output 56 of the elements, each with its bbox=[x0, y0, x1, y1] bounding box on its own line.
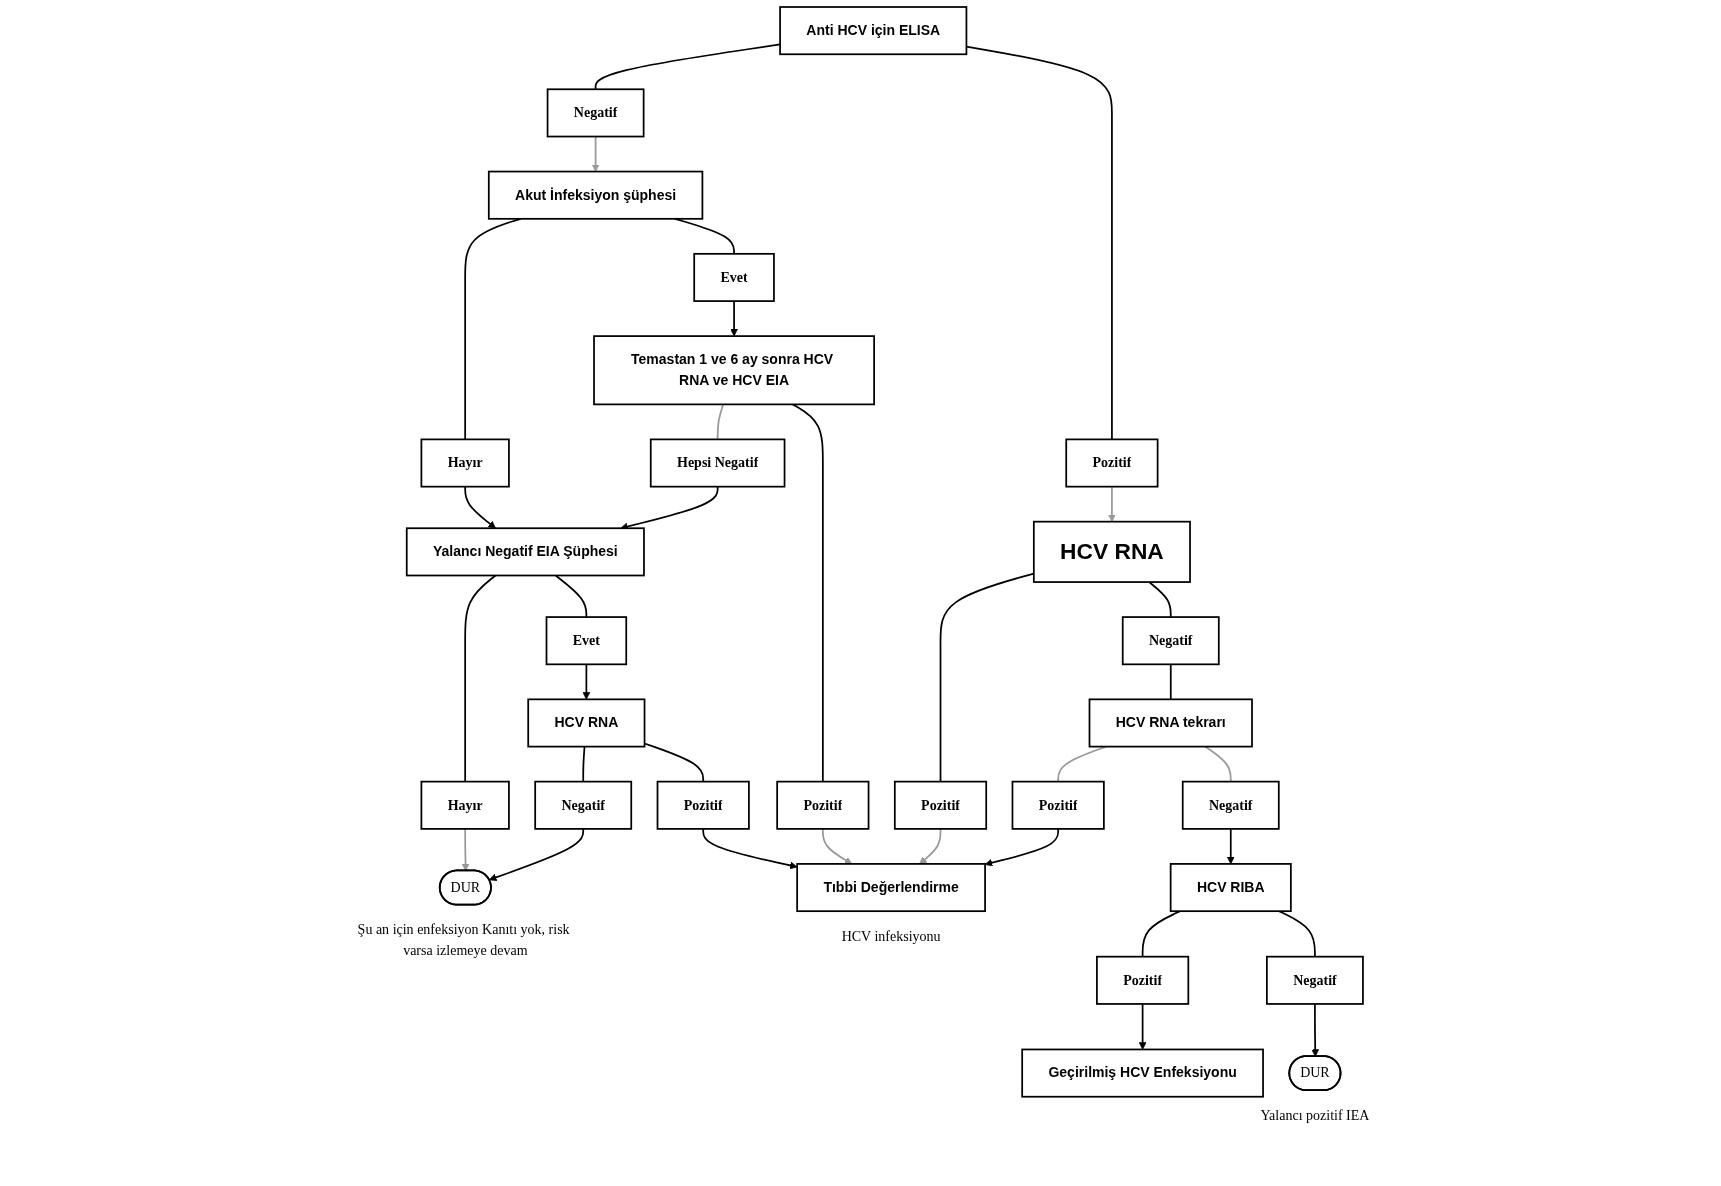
node-box: Negatif bbox=[1181, 780, 1280, 830]
connector bbox=[1141, 910, 1181, 958]
node-box: Negatif bbox=[1121, 616, 1220, 666]
arrow bbox=[1138, 1003, 1147, 1050]
connector bbox=[791, 403, 824, 783]
connector bbox=[582, 745, 586, 783]
node-box: Negatif bbox=[546, 88, 645, 138]
node-box: Tıbbi Değerlendirme bbox=[796, 863, 986, 913]
arrow bbox=[582, 663, 591, 700]
arrow bbox=[822, 828, 853, 865]
node-box: HCV RIBA bbox=[1169, 863, 1292, 913]
arrow bbox=[591, 135, 600, 172]
node-box: Evet bbox=[545, 616, 628, 666]
connector bbox=[1148, 581, 1172, 618]
arrow bbox=[1311, 1003, 1320, 1057]
node-box: Hepsi Negatif bbox=[649, 438, 786, 488]
node-label: Şu an için enfeksiyon Kanıtı yok, risk varsa izlemeye devam bbox=[357, 922, 570, 958]
node-box: Hayır bbox=[420, 780, 510, 830]
node-box: HCV RNA tekrarı bbox=[1088, 698, 1253, 748]
connector bbox=[1204, 745, 1232, 783]
node-box: Geçirilmiş HCV Enfeksiyonu bbox=[1021, 1048, 1264, 1098]
arrow bbox=[1226, 828, 1235, 865]
node-box: Pozitif bbox=[656, 780, 750, 830]
node-box: Yalancı Negatif EIA Şüphesi bbox=[405, 527, 645, 577]
node-box: Akut İnfeksiyon şüphesi bbox=[487, 170, 704, 220]
arrow bbox=[461, 828, 470, 872]
arrow bbox=[464, 485, 496, 529]
node-label: HCV infeksiyonu bbox=[841, 928, 941, 944]
connector bbox=[554, 574, 588, 618]
node-box: Pozitif bbox=[1011, 780, 1105, 830]
connector bbox=[1169, 663, 1172, 701]
connector bbox=[594, 43, 781, 91]
node-box: Hayır bbox=[420, 438, 510, 488]
connector bbox=[643, 742, 705, 783]
node-box: Anti HCV için ELISA bbox=[779, 6, 968, 56]
arrow bbox=[488, 828, 585, 882]
connector bbox=[464, 574, 497, 783]
node-box: HCV RNA bbox=[527, 698, 646, 748]
connector bbox=[716, 403, 725, 441]
arrow bbox=[919, 828, 942, 865]
node-box: Negatif bbox=[534, 780, 633, 830]
arrow bbox=[984, 828, 1060, 867]
node-box: Temastan 1 ve 6 ay sonra HCV RNA ve HCV EIA bbox=[593, 335, 875, 406]
arrow bbox=[1108, 485, 1116, 522]
node-box: Pozitif bbox=[1065, 438, 1159, 488]
node-label: Yalancı pozitif IEA bbox=[1260, 1107, 1370, 1123]
arrow bbox=[702, 828, 798, 870]
connector bbox=[1278, 910, 1316, 958]
node-box: Evet bbox=[693, 252, 775, 302]
node-box: Pozitif bbox=[893, 780, 988, 830]
connector bbox=[1057, 745, 1107, 783]
node-box: Negatif bbox=[1266, 955, 1364, 1005]
node-box: Pozitif bbox=[776, 780, 870, 830]
node-box: Pozitif bbox=[1096, 955, 1190, 1005]
node-box: HCV RNA bbox=[1032, 520, 1191, 583]
arrow bbox=[730, 300, 738, 337]
